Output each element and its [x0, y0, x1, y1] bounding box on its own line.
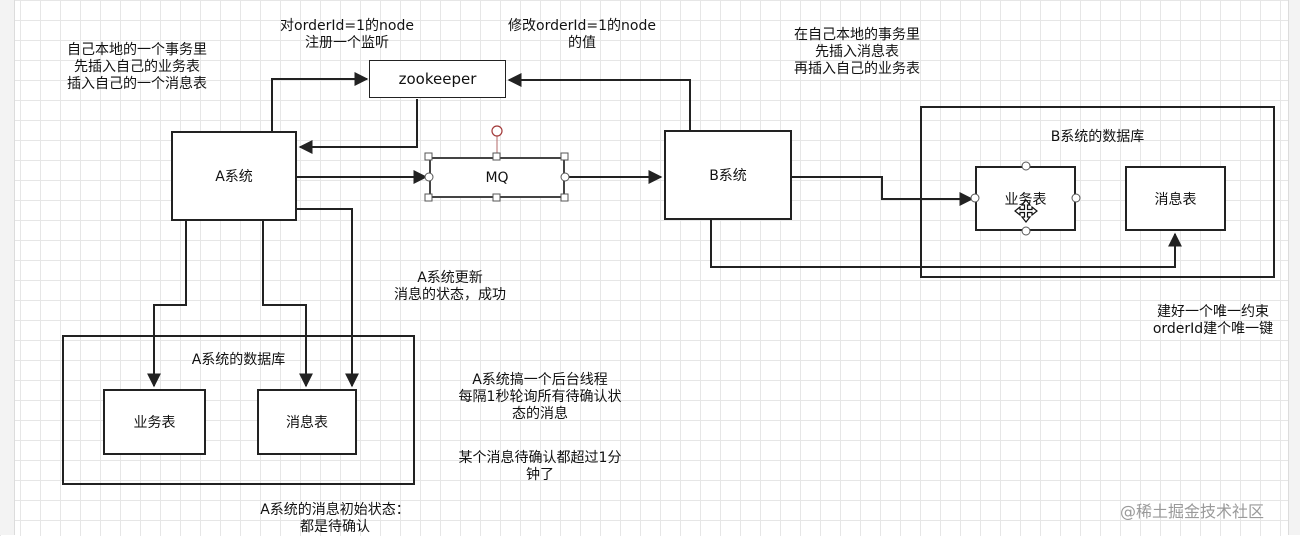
arrow-b-to-zookeeper: [507, 73, 691, 130]
note-b-local-transaction: 在自己本地的事务里 先插入消息表 再插入自己的业务表: [794, 27, 920, 77]
b-system-node[interactable]: B系统: [664, 130, 792, 220]
a-system-label: A系统: [215, 169, 253, 185]
a-message-table-node[interactable]: 消息表: [257, 389, 357, 455]
note-register-watch: 对orderId=1的node 注册一个监听: [280, 18, 414, 51]
arrow-b-to-b-business-table: [792, 176, 974, 206]
arrow-zookeeper-to-a: [298, 99, 418, 154]
arrow-a-to-a-message-table: [262, 221, 313, 388]
b-message-table-label: 消息表: [1154, 191, 1197, 208]
right-scrollbar[interactable]: [1288, 0, 1300, 535]
note-timeout: 某个消息待确认都超过1分 钟了: [458, 450, 622, 483]
watermark: @稀土掘金技术社区: [1120, 502, 1265, 521]
a-business-table-label: 业务表: [133, 415, 176, 431]
a-business-table-node[interactable]: 业务表: [103, 389, 206, 455]
a-database-region[interactable]: A系统的数据库: [62, 335, 415, 485]
b-database-region[interactable]: B系统的数据库: [920, 106, 1275, 278]
a-database-title: A系统的数据库: [191, 352, 286, 368]
mq-label: MQ: [485, 169, 509, 186]
zookeeper-label: zookeeper: [398, 70, 477, 88]
a-message-table-label: 消息表: [286, 415, 328, 431]
b-message-table-node[interactable]: 消息表: [1125, 166, 1226, 231]
b-business-table-connection-points[interactable]: [970, 161, 1081, 236]
arrow-a-update-a-message-table: [297, 208, 359, 388]
note-initial-status: A系统的消息初始状态： 都是待确认: [260, 502, 410, 535]
note-a-update-status: A系统更新 消息的状态，成功: [394, 270, 506, 303]
note-a-local-transaction: 自己本地的一个事务里 先插入自己的业务表 插入自己的一个消息表: [67, 42, 207, 92]
a-system-node[interactable]: A系统: [171, 131, 297, 221]
mq-selection-handles[interactable]: [424, 125, 570, 202]
b-business-table-label: 业务表: [1004, 191, 1047, 208]
note-background-thread: A系统搞一个后台线程 每隔1秒轮询所有待确认状 态的消息: [458, 372, 622, 422]
left-panel-edge: [0, 0, 15, 535]
zookeeper-node[interactable]: zookeeper: [369, 60, 506, 98]
arrow-a-to-a-business-table: [147, 221, 187, 388]
b-database-title: B系统的数据库: [1050, 129, 1145, 145]
note-modify-node: 修改orderId=1的node 的值: [508, 18, 656, 51]
arrow-b-to-b-message-table: [710, 220, 1182, 268]
arrow-a-to-zookeeper: [271, 72, 369, 131]
b-system-label: B系统: [709, 168, 747, 184]
note-unique-constraint: 建好一个唯一约束 orderId建个唯一键: [1152, 304, 1274, 337]
move-cursor-icon: [1014, 199, 1038, 223]
